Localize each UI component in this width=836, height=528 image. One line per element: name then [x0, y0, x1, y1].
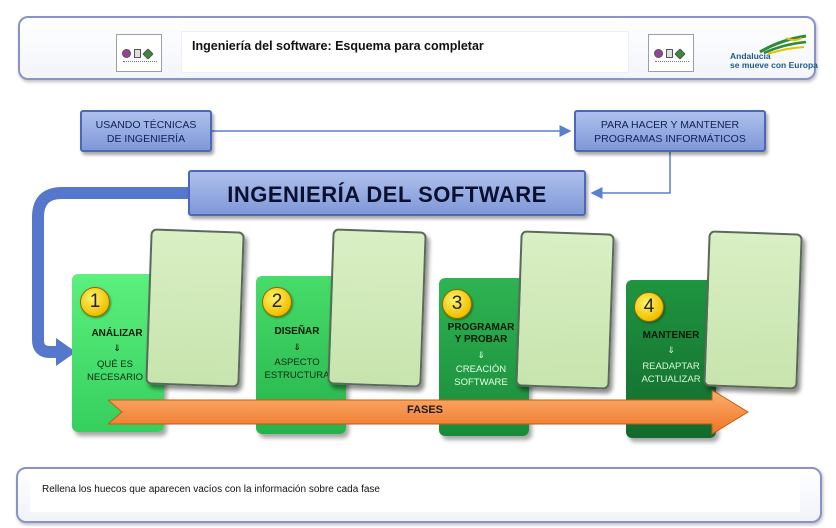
instruction-text: Rellena los huecos que aparecen vacíos c… — [42, 484, 380, 495]
logo-left — [116, 34, 162, 72]
phase-4-arrow-icon: ⇓ — [667, 345, 675, 355]
phase-2-number: 2 — [262, 287, 292, 317]
footer-text-area — [30, 476, 800, 512]
box-usando-tecnicas: USANDO TÉCNICAS DE INGENIERÍA — [80, 110, 212, 152]
phase-2-desc-line-1: ASPECTO — [274, 357, 320, 368]
phase-1-desc: QUÉ ES NECESARIO — [74, 358, 156, 384]
andalucia-logo-icon — [759, 34, 807, 54]
blank-card-1[interactable] — [145, 228, 245, 388]
phase-3-number: 3 — [442, 289, 472, 319]
box-left-line-1: USANDO TÉCNICAS — [95, 119, 197, 131]
fases-arrow-shape — [108, 389, 749, 435]
phase-1-title: ANÁLIZAR — [78, 328, 156, 340]
phase-1-desc-line-1: QUÉ ES — [97, 359, 133, 370]
phase-3-desc-line-1: CREACIÓN — [455, 364, 507, 375]
phase-2-title: DISEÑAR — [258, 326, 336, 338]
phase-4-desc-line-2: ACTUALIZAR — [641, 374, 701, 385]
brand-line-1: Andalucía — [730, 51, 771, 61]
blank-card-4[interactable] — [703, 230, 803, 390]
phase-4-number: 4 — [634, 292, 664, 322]
box-para-hacer: PARA HACER Y MANTENER PROGRAMAS INFORMÁT… — [574, 110, 766, 152]
phase-4-desc-line-1: READAPTAR — [642, 361, 700, 372]
fases-arrow — [108, 389, 749, 435]
curved-arrow-icon — [32, 187, 188, 358]
curved-arrow-head-icon — [56, 338, 76, 366]
phase-4-title: MANTENER — [630, 330, 712, 342]
fases-label: FASES — [406, 404, 444, 416]
phase-1-title-line: ANÁLIZAR — [91, 328, 143, 339]
brand-text: Andalucía se mueve con Europa — [730, 52, 818, 70]
box-right-line-1: PARA HACER Y MANTENER — [600, 119, 740, 131]
phase-1-number: 1 — [80, 287, 110, 317]
phase-3-title: PROGRAMAR Y PROBAR — [440, 322, 522, 346]
phase-3-title-line-1: PROGRAMAR — [447, 322, 515, 333]
phase-2-title-line: DISEÑAR — [274, 326, 320, 337]
phase-1-desc-line-2: NECESARIO — [87, 372, 143, 383]
phase-2-desc-line-2: ESTRUCTURA — [264, 370, 330, 381]
logo-right — [648, 34, 694, 72]
brand-line-2: se mueve con Europa — [730, 60, 818, 70]
phase-4-title-line: MANTENER — [642, 330, 700, 341]
box-right-line-2: PROGRAMAS INFORMÁTICOS — [594, 133, 746, 145]
phase-1-arrow-icon: ⇓ — [113, 343, 121, 353]
phase-3-desc-line-2: SOFTWARE — [454, 377, 508, 388]
box-ingenieria-software: INGENIERÍA DEL SOFTWARE — [188, 170, 586, 216]
phase-2-arrow-icon: ⇓ — [293, 342, 301, 352]
phase-3-title-line-2: Y PROBAR — [454, 334, 508, 345]
phase-4-desc: READAPTAR ACTUALIZAR — [630, 360, 712, 386]
box-left-line-2: DE INGENIERÍA — [106, 133, 186, 145]
phase-3-desc: CREACIÓN SOFTWARE — [440, 363, 522, 389]
page-title: Ingeniería del software: Esquema para co… — [192, 39, 484, 53]
phase-2-desc: ASPECTO ESTRUCTURA — [256, 356, 338, 382]
blank-card-3[interactable] — [515, 230, 615, 390]
blank-card-2[interactable] — [327, 228, 427, 388]
title-box — [182, 32, 628, 72]
arrow-down-connector — [590, 152, 671, 199]
phase-3-arrow-icon: ⇓ — [477, 350, 485, 360]
